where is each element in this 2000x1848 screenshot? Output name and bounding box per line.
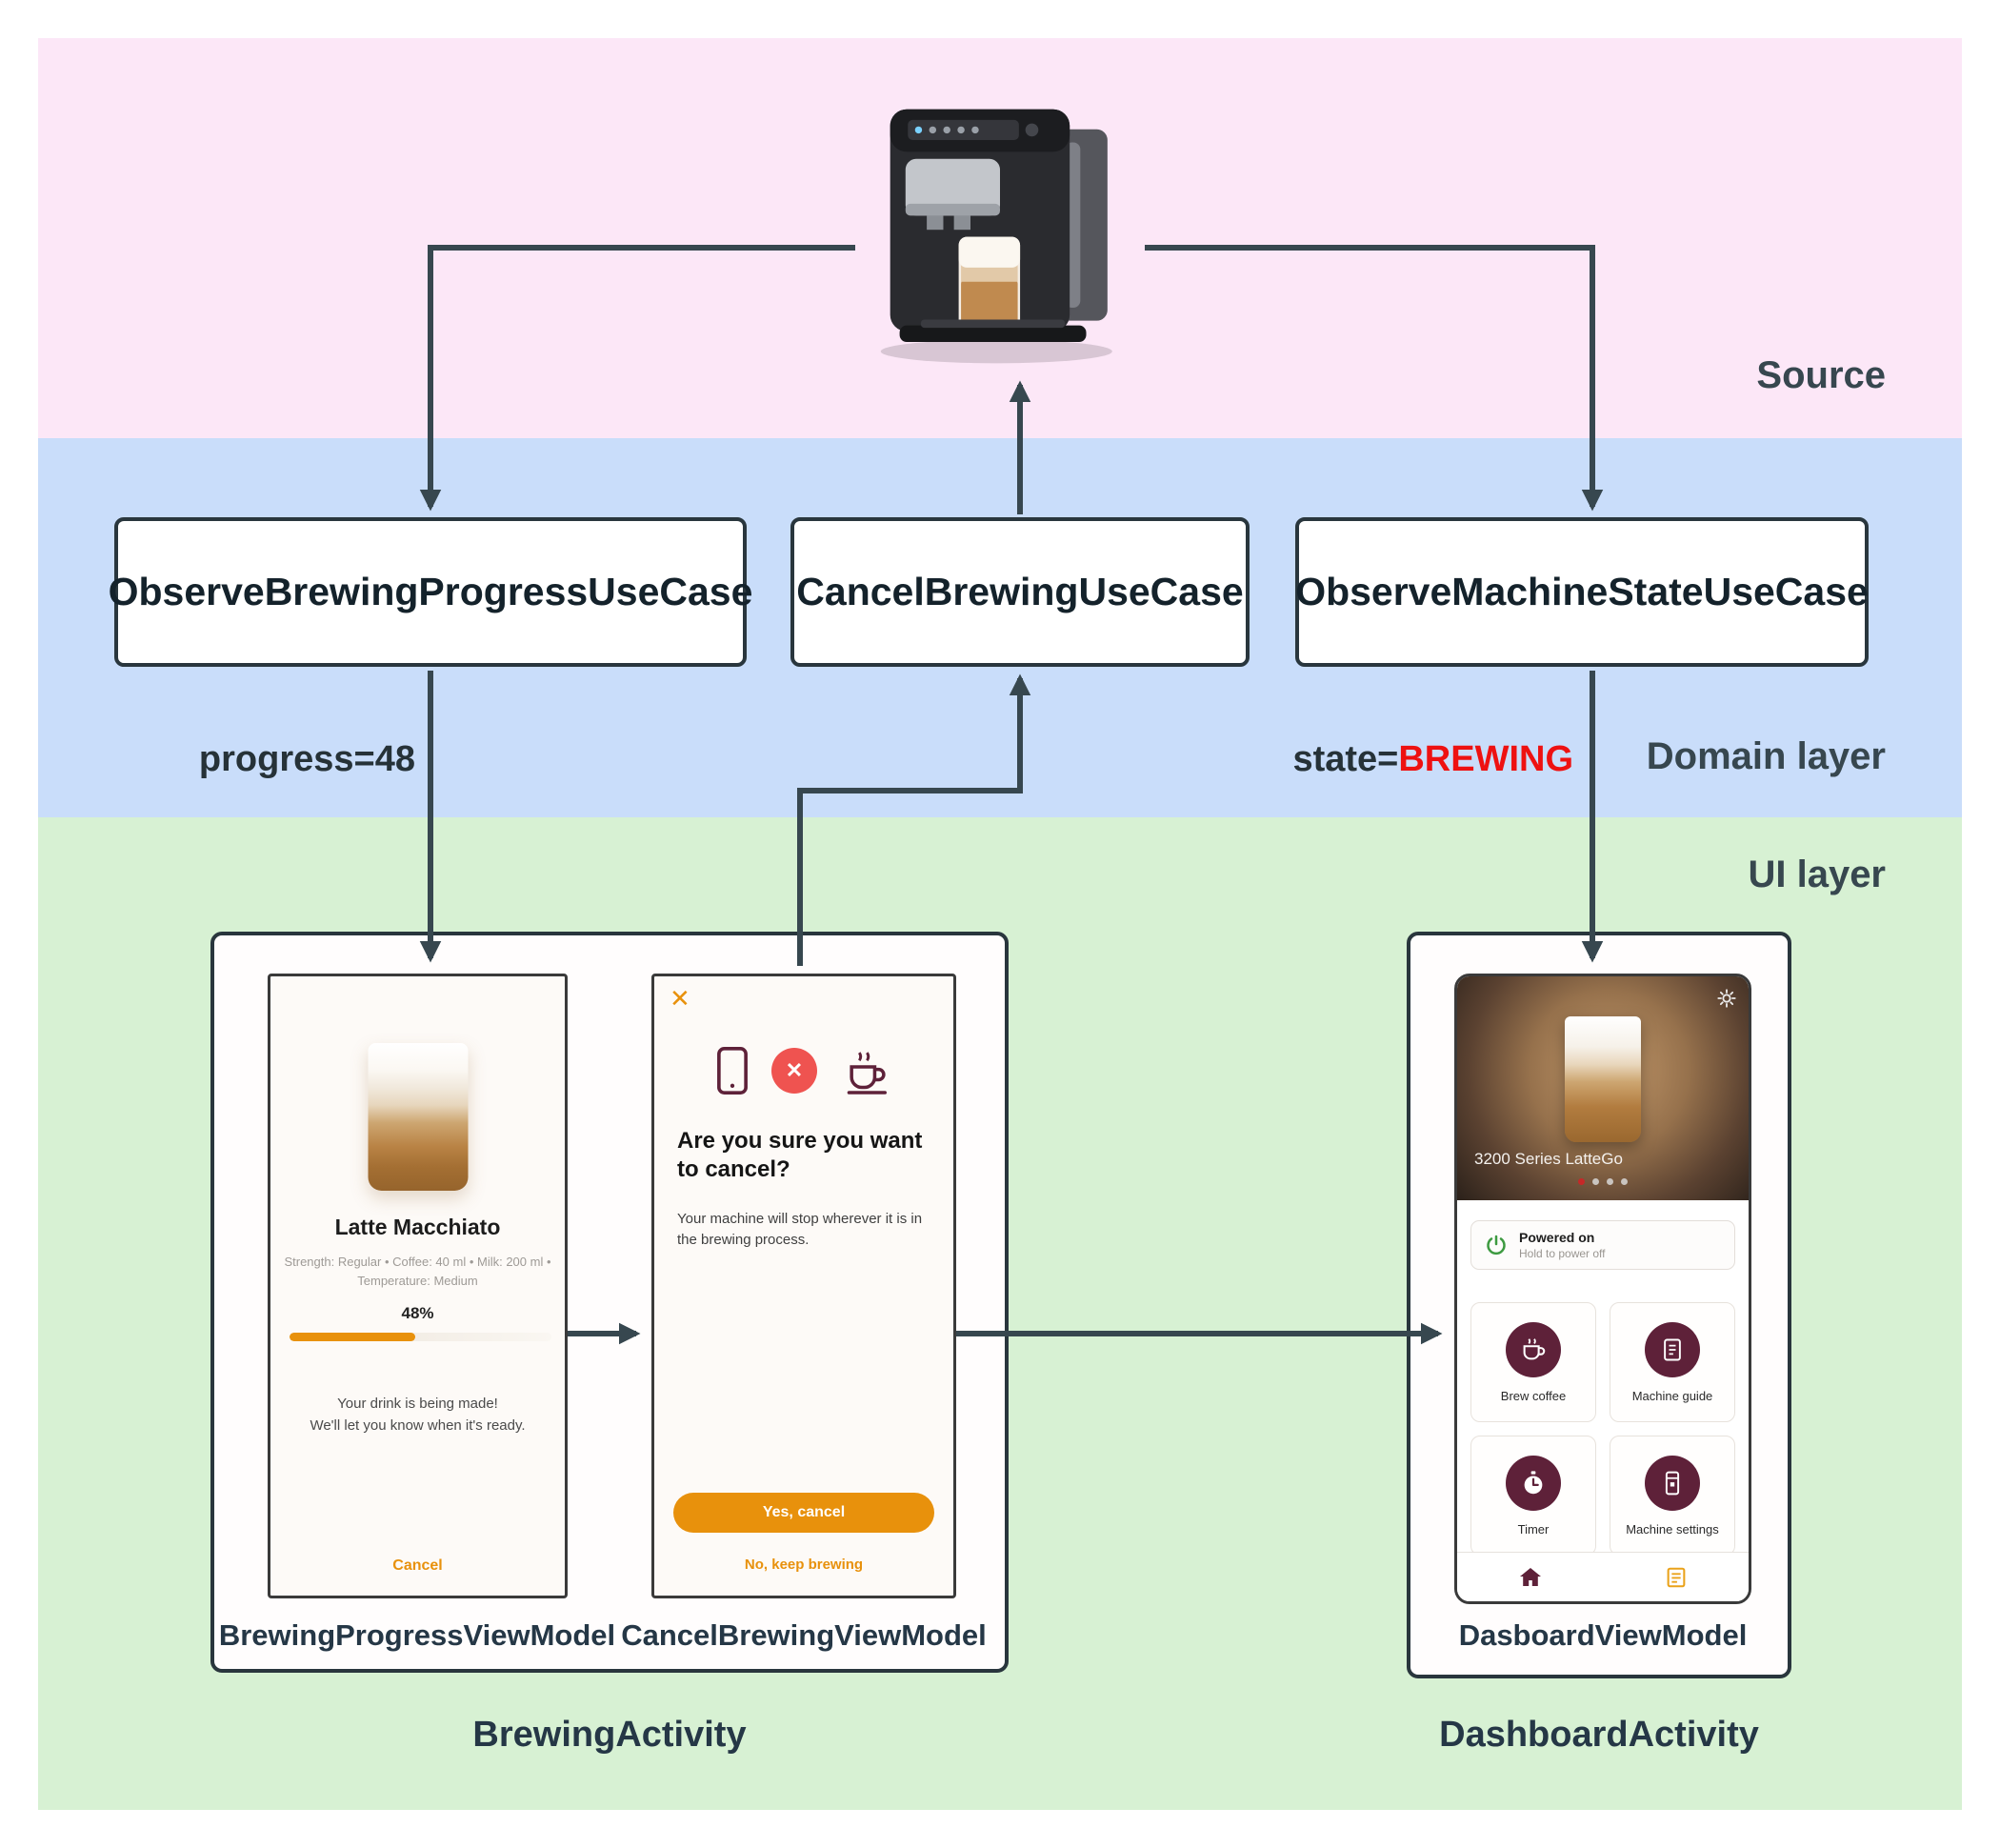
machine-model-title: 3200 Series LatteGo bbox=[1474, 1150, 1623, 1168]
carousel-dots bbox=[1457, 1178, 1749, 1185]
domain-band-label: Domain layer bbox=[1646, 735, 1886, 777]
error-x-icon: ✕ bbox=[771, 1048, 817, 1094]
brewing-progress-viewmodel-label: BrewingProgressViewModel bbox=[218, 1618, 616, 1652]
coffee-cup-icon bbox=[1506, 1321, 1561, 1377]
tile-brew-coffee[interactable]: Brew coffee bbox=[1470, 1302, 1596, 1422]
carousel-dot[interactable] bbox=[1578, 1178, 1585, 1185]
cancel-question-title: Are you sure you want to cancel? bbox=[677, 1128, 923, 1182]
carousel-dot[interactable] bbox=[1621, 1178, 1628, 1185]
keep-brewing-button[interactable]: No, keep brewing bbox=[744, 1557, 864, 1573]
tile-machine-guide[interactable]: Machine guide bbox=[1610, 1302, 1735, 1422]
state-prefix: state= bbox=[1292, 739, 1399, 779]
specs-line-1: Strength: Regular • Coffee: 40 ml • Milk… bbox=[284, 1255, 551, 1269]
progress-bar bbox=[290, 1333, 551, 1341]
dashboard-tile-grid: Brew coffee Machine guide bbox=[1470, 1302, 1735, 1556]
status-line-2: We'll let you know when it's ready. bbox=[310, 1416, 526, 1434]
state-annotation: state=BREWING bbox=[1288, 739, 1573, 780]
usecase-label: CancelBrewingUseCase bbox=[796, 570, 1244, 613]
power-icon bbox=[1487, 1235, 1506, 1255]
carousel-dot[interactable] bbox=[1607, 1178, 1613, 1185]
coffee-cup-icon bbox=[847, 1052, 888, 1095]
tile-label: Machine guide bbox=[1631, 1388, 1713, 1403]
dashboard-hero-image: 3200 Series LatteGo bbox=[1457, 976, 1749, 1200]
cancel-icon-row: ✕ bbox=[654, 1045, 953, 1096]
carousel-dot[interactable] bbox=[1592, 1178, 1599, 1185]
tile-label: Machine settings bbox=[1626, 1521, 1719, 1537]
cancel-brewing-viewmodel-label: CancelBrewingViewModel bbox=[621, 1618, 987, 1652]
coffee-machine-image bbox=[880, 109, 1112, 364]
power-subtitle: Hold to power off bbox=[1519, 1247, 1606, 1260]
brewing-activity-label: BrewingActivity bbox=[472, 1715, 747, 1755]
usecase-observe-brewing-progress: ObserveBrewingProgressUseCase bbox=[109, 517, 752, 667]
tile-label: Brew coffee bbox=[1500, 1388, 1567, 1403]
progress-annotation: progress=48 bbox=[198, 739, 415, 779]
ui-band-label: UI layer bbox=[1748, 854, 1886, 895]
cancel-button[interactable]: Cancel bbox=[392, 1557, 443, 1574]
dashboard-viewmodel-label: DasboardViewModel bbox=[1458, 1618, 1748, 1652]
state-value: BREWING bbox=[1398, 739, 1573, 779]
hero-latte-image bbox=[1565, 1016, 1641, 1142]
machine-settings-icon bbox=[1645, 1455, 1700, 1511]
status-text: Your drink is being made! We'll let you … bbox=[270, 1394, 565, 1436]
tile-timer[interactable]: Timer bbox=[1470, 1436, 1596, 1556]
usecase-observe-machine-state: ObserveMachineStateUseCase bbox=[1295, 517, 1869, 667]
dashboard-activity-label: DashboardActivity bbox=[1439, 1715, 1759, 1755]
status-line-1: Your drink is being made! bbox=[337, 1396, 498, 1412]
usecase-cancel-brewing: CancelBrewingUseCase bbox=[790, 517, 1250, 667]
tile-machine-settings[interactable]: Machine settings bbox=[1610, 1436, 1735, 1556]
usecase-label: ObserveBrewingProgressUseCase bbox=[108, 570, 753, 613]
progress-fill bbox=[290, 1333, 415, 1341]
close-icon[interactable]: ✕ bbox=[670, 984, 690, 1013]
cancel-brewing-screen: ✕ ✕ Are you sure you want to cancel? You… bbox=[651, 974, 956, 1598]
x-glyph: ✕ bbox=[785, 1058, 804, 1082]
power-title: Powered on bbox=[1519, 1230, 1595, 1245]
list-icon[interactable] bbox=[1664, 1565, 1689, 1590]
power-toggle[interactable]: Powered on Hold to power off bbox=[1470, 1220, 1735, 1270]
dashboard-activity-container: 3200 Series LatteGo Powered on Hold to p… bbox=[1407, 932, 1791, 1678]
source-band-label: Source bbox=[1756, 354, 1886, 396]
power-text: Powered on Hold to power off bbox=[1519, 1230, 1606, 1260]
drink-name: Latte Macchiato bbox=[334, 1215, 501, 1239]
timer-icon bbox=[1506, 1455, 1561, 1511]
progress-percent: 48% bbox=[401, 1304, 434, 1322]
specs-line-2: Temperature: Medium bbox=[357, 1274, 478, 1289]
machine-guide-icon bbox=[1645, 1321, 1700, 1377]
dashboard-screen: 3200 Series LatteGo Powered on Hold to p… bbox=[1454, 974, 1751, 1604]
home-icon[interactable] bbox=[1517, 1564, 1544, 1591]
usecase-label: ObserveMachineStateUseCase bbox=[1295, 570, 1869, 613]
latte-glass-image bbox=[368, 1043, 468, 1191]
gear-icon[interactable] bbox=[1716, 988, 1737, 1014]
bottom-navigation bbox=[1457, 1552, 1749, 1601]
cancel-question-body: Your machine will stop wherever it is in… bbox=[677, 1211, 923, 1248]
brewing-progress-screen: Latte Macchiato Strength: Regular • Coff… bbox=[268, 974, 568, 1598]
brewing-activity-container: Latte Macchiato Strength: Regular • Coff… bbox=[210, 932, 1009, 1673]
tile-label: Timer bbox=[1517, 1521, 1550, 1537]
drink-specs: Strength: Regular • Coffee: 40 ml • Milk… bbox=[270, 1253, 565, 1291]
yes-cancel-button[interactable]: Yes, cancel bbox=[673, 1493, 934, 1533]
phone-icon bbox=[717, 1047, 748, 1095]
